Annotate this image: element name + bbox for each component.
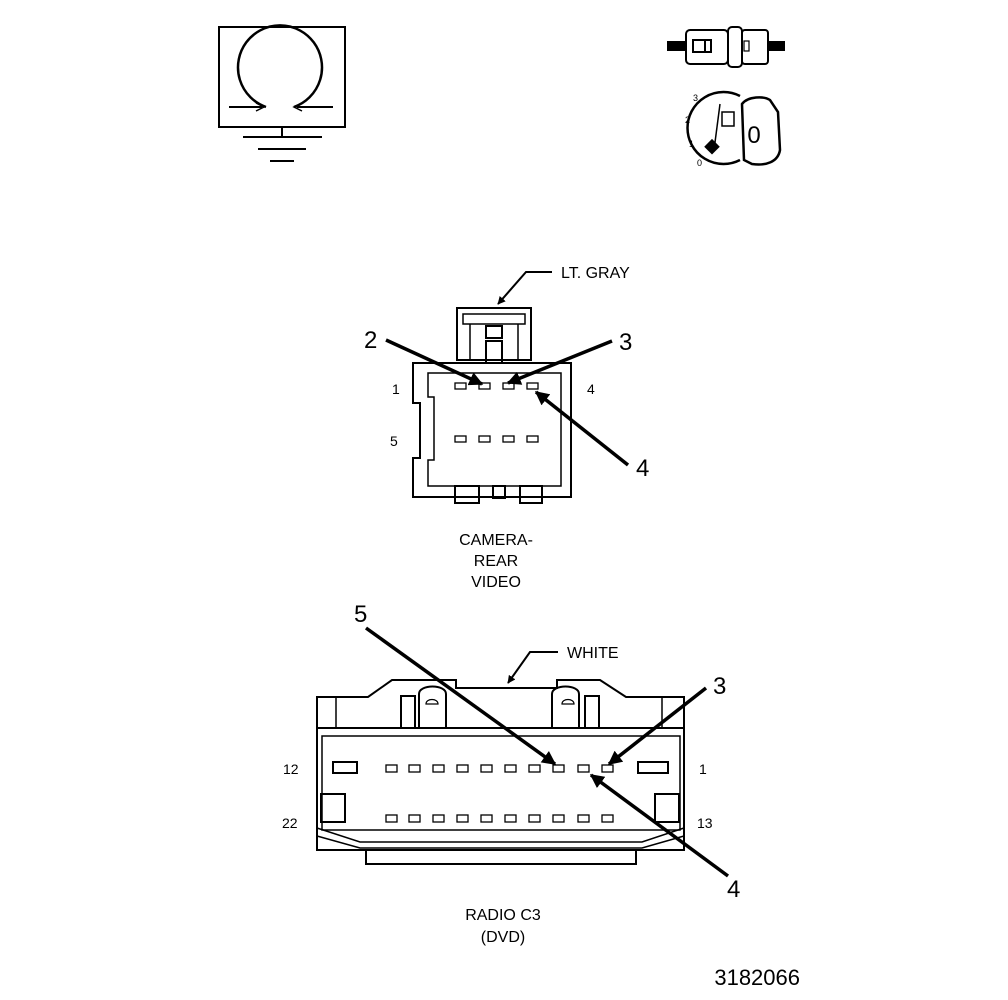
radio-callout-5-arrow <box>364 626 557 766</box>
ignition-key-label: 0 <box>747 122 760 149</box>
camera-color-label: LT. GRAY <box>561 265 630 282</box>
radio-pin-label-22: 22 <box>282 815 298 831</box>
camera-name-line-3: VIDEO <box>471 574 521 591</box>
camera-pin-label-4: 4 <box>587 381 595 397</box>
radio-callout-4: 4 <box>727 876 740 903</box>
ignition-position-1: 1 <box>689 139 694 149</box>
radio-callout-5: 5 <box>354 601 367 628</box>
ignition-position-3: 3 <box>693 93 698 103</box>
radio-pin-row-top <box>385 764 614 773</box>
radio-color-leader <box>507 651 558 684</box>
camera-callout-3-arrow <box>506 339 613 385</box>
camera-name-line-2: REAR <box>474 553 518 570</box>
radio-callout-3: 3 <box>713 673 726 700</box>
radio-color-label: WHITE <box>567 645 619 662</box>
radio-name-line-2: (DVD) <box>481 929 525 946</box>
connector-plug-icon <box>667 26 785 68</box>
camera-name-line-1: CAMERA- <box>459 532 533 549</box>
ignition-position-2: 2 <box>685 115 690 125</box>
radio-callout-4-arrow <box>589 773 730 878</box>
camera-pin-label-5: 5 <box>390 433 398 449</box>
camera-pin-label-1: 1 <box>392 381 400 397</box>
camera-callout-2: 2 <box>364 327 377 354</box>
radio-connector <box>316 679 685 865</box>
ignition-key-icon: 0 3 2 1 0 <box>685 90 782 168</box>
camera-pin-row-top <box>454 382 539 390</box>
camera-callout-4: 4 <box>636 455 649 482</box>
ground-switch-icon <box>218 24 346 162</box>
camera-callout-3: 3 <box>619 329 632 356</box>
figure-number: 3182066 <box>714 965 800 990</box>
camera-color-leader <box>497 271 552 305</box>
radio-pin-label-13: 13 <box>697 815 713 831</box>
camera-pin-row-bottom <box>454 435 539 443</box>
radio-pin-row-bottom <box>385 814 614 823</box>
camera-callout-4-arrow <box>534 390 630 467</box>
radio-name-line-1: RADIO C3 <box>465 907 541 924</box>
ignition-position-0: 0 <box>697 158 702 168</box>
camera-callout-2-arrow <box>385 338 484 386</box>
radio-pin-label-1: 1 <box>699 761 707 777</box>
radio-pin-label-12: 12 <box>283 761 299 777</box>
radio-callout-3-arrow <box>607 686 708 766</box>
camera-connector <box>412 307 572 504</box>
